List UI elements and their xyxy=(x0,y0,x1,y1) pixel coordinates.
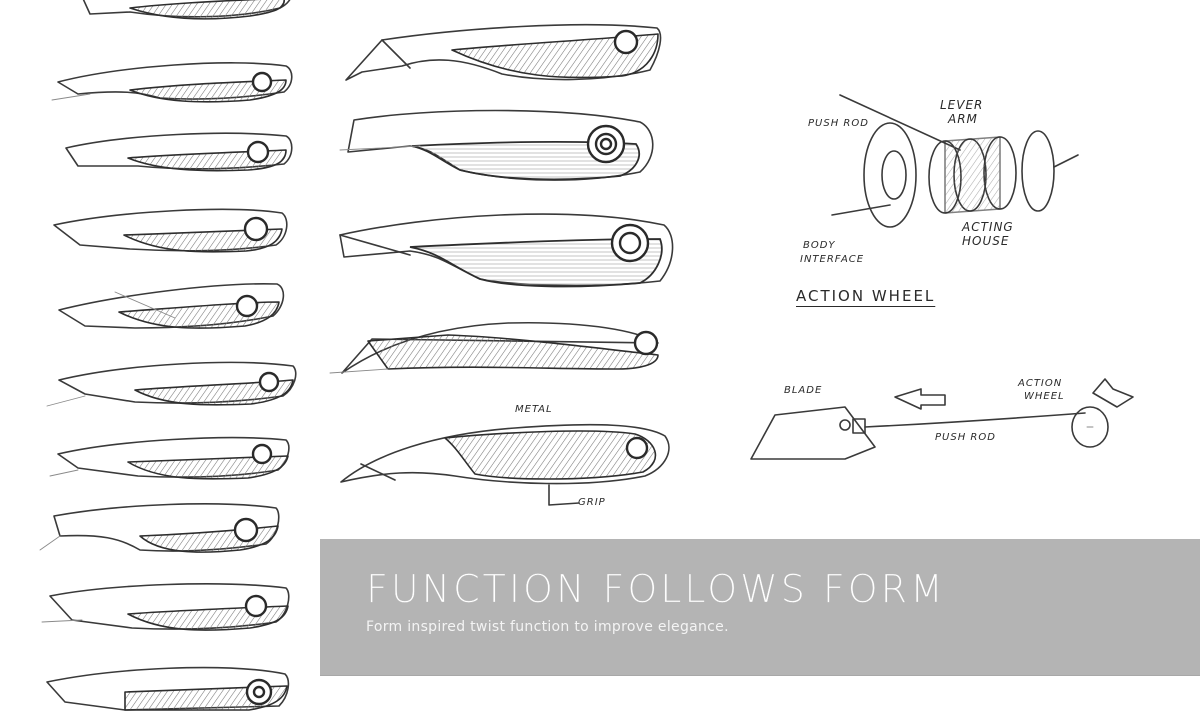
mechanism-action-wheel-label-line1: ACTION xyxy=(1018,378,1063,389)
banner-subtitle: Form inspired twist function to improve … xyxy=(366,619,729,635)
lever-arm-label-line1: LEVER xyxy=(940,98,984,112)
mechanism-push-rod-label: PUSH ROD xyxy=(935,432,996,443)
knife-sketch-left-8 xyxy=(39,500,285,560)
knife-sketch-left-4 xyxy=(50,205,295,261)
blade-label: BLADE xyxy=(784,385,823,396)
caption-banner: FUNCTION FOLLOWS FORM Form inspired twis… xyxy=(320,539,1200,676)
banner-title: FUNCTION FOLLOWS FORM xyxy=(366,567,946,611)
body-interface-label-line1: BODY xyxy=(803,240,836,251)
knife-sketch-middle-1 xyxy=(342,10,672,90)
knife-sketch-middle-2 xyxy=(339,100,670,190)
push-rod-mechanism-diagram xyxy=(745,375,1145,465)
push-rod-label: PUSH ROD xyxy=(808,118,869,129)
knife-sketch-left-2 xyxy=(50,58,300,110)
knife-sketch-middle-5 xyxy=(335,410,675,490)
acting-house-label-line2: HOUSE xyxy=(962,234,1010,248)
lever-arm-label-line2: ARM xyxy=(948,112,978,126)
knife-sketch-left-7 xyxy=(48,432,293,488)
acting-house-label-line1: ACTING xyxy=(962,220,1014,234)
grip-annotation: GRIP xyxy=(578,497,606,508)
knife-sketch-middle-4 xyxy=(328,315,673,380)
mechanism-action-wheel-label-line2: WHEEL xyxy=(1024,391,1065,402)
knife-sketch-left-3 xyxy=(58,130,298,180)
action-wheel-exploded-diagram xyxy=(820,94,1080,255)
knife-sketch-left-9 xyxy=(41,580,292,640)
action-wheel-title: ACTION WHEEL xyxy=(796,287,936,305)
knife-sketch-left-1 xyxy=(50,0,300,30)
knife-sketch-left-6 xyxy=(45,358,300,414)
knife-sketch-middle-3 xyxy=(330,195,675,295)
metal-annotation: METAL xyxy=(515,404,553,415)
knife-sketch-left-5 xyxy=(55,280,295,336)
knife-sketch-left-10 xyxy=(35,662,295,712)
grip-leader-line xyxy=(545,483,585,513)
body-interface-label-line2: INTERFACE xyxy=(800,254,865,265)
